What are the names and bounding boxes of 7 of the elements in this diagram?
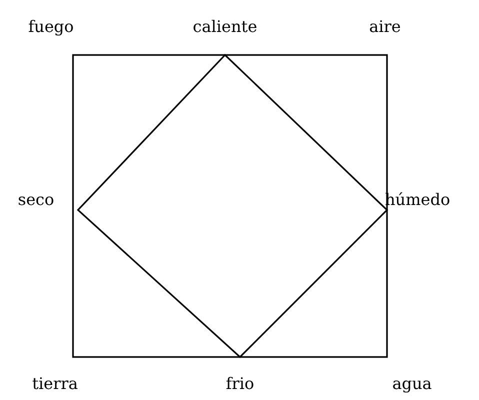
element-label: fuego: [28, 17, 74, 37]
element-label: tierra: [32, 374, 78, 394]
element-label: caliente: [192, 17, 258, 37]
element-label: agua: [392, 374, 432, 394]
element-label: seco: [18, 190, 54, 210]
element-label: frio: [226, 374, 254, 394]
element-label: aire: [369, 17, 401, 37]
